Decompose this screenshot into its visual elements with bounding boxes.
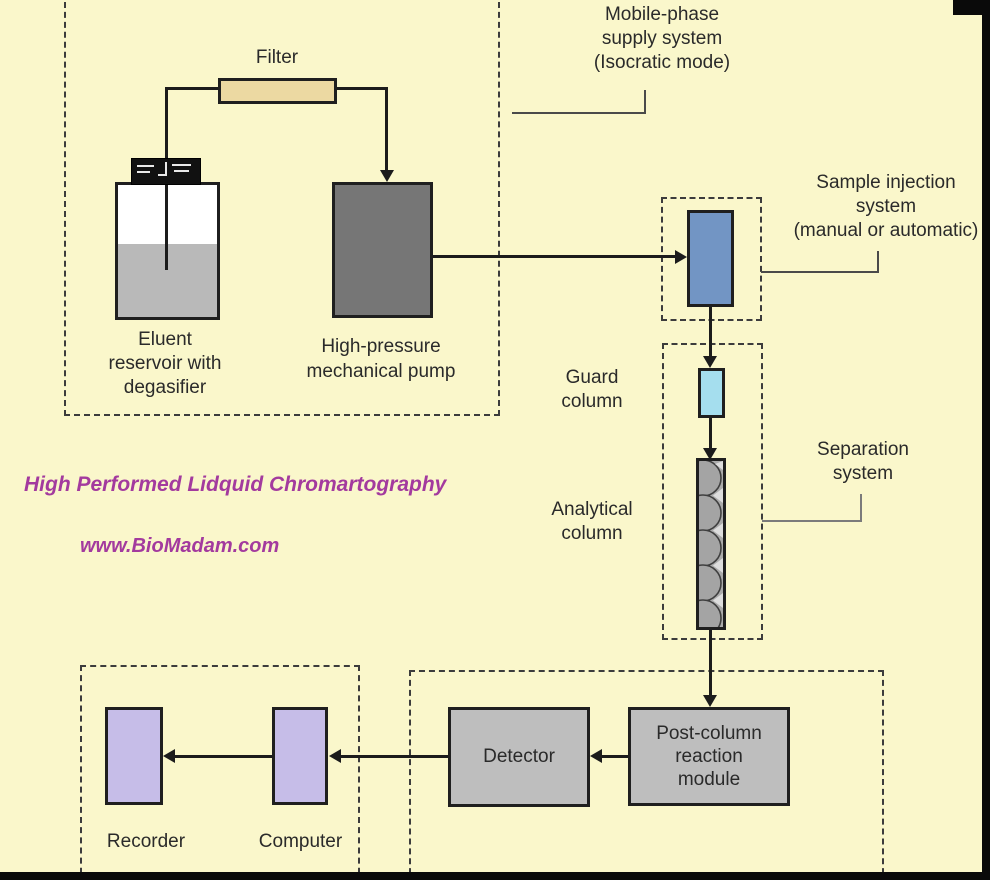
guard-column-label: Guard column — [561, 367, 623, 412]
detector-to-computer-line — [339, 755, 448, 758]
module-to-detector-line — [600, 755, 628, 758]
arrow-into-guard-icon — [703, 356, 717, 368]
computer-to-recorder-line — [173, 755, 272, 758]
sample-injection-label: Sample injection system (manual or autom… — [793, 172, 979, 241]
recorder-label: Recorder — [106, 831, 186, 852]
computer-label: Computer — [258, 831, 343, 852]
arrow-into-pump-icon — [380, 170, 394, 182]
separation-system-label: Separation system — [817, 439, 909, 484]
detector-label: Detector — [483, 746, 555, 767]
post-column-module-label: Post-column reaction module — [656, 723, 762, 790]
mobile-phase-leader-line — [644, 90, 646, 114]
arrow-into-column-icon — [703, 448, 717, 460]
reservoir-dip-tube — [165, 182, 168, 270]
filter-box — [218, 78, 337, 104]
sample-injection-leader-line — [877, 251, 879, 273]
watermark-url: www.BioMadam.com — [80, 535, 280, 557]
guard-column-box — [698, 368, 725, 418]
filter-to-elbow-line — [335, 87, 388, 90]
reservoir-to-filter-line — [165, 87, 221, 90]
pump-to-injector-line — [433, 255, 676, 258]
separation-leader-line — [762, 520, 862, 522]
analytical-column-box — [696, 458, 726, 630]
arrow-into-injector-icon — [675, 250, 687, 264]
arrow-into-detector-icon — [590, 749, 602, 763]
detection-group-box — [409, 670, 884, 880]
mobile-phase-label: Mobile-phase supply system (Isocratic mo… — [593, 4, 731, 73]
degasifier-cap — [131, 158, 201, 185]
sample-injection-leader-line — [761, 271, 879, 273]
recorder-box — [105, 707, 163, 805]
bottom-border-bar — [0, 872, 990, 880]
pump-box — [332, 182, 433, 318]
pump-label: High-pressure mechanical pump — [306, 336, 456, 382]
mobile-phase-leader-line — [512, 112, 646, 114]
mobile-phase-group-box — [64, 0, 500, 416]
elbow-to-pump-line — [385, 87, 388, 172]
top-right-corner-notch — [953, 0, 990, 15]
injector-to-guard-line — [709, 306, 712, 358]
sample-injector-box — [687, 210, 734, 307]
separation-leader-line — [860, 494, 862, 522]
arrow-into-module-icon — [703, 695, 717, 707]
separation-group-box — [662, 343, 763, 640]
analytical-column-label: Analytical column — [551, 499, 633, 544]
guard-to-column-line — [709, 416, 712, 450]
column-to-module-line — [709, 626, 712, 696]
detector-box: Detector — [448, 707, 590, 807]
arrow-into-computer-icon — [329, 749, 341, 763]
watermark-title: High Performed Lidquid Chromartography — [24, 473, 447, 496]
post-column-module-box: Post-column reaction module — [628, 707, 790, 806]
readout-group-box — [80, 665, 360, 880]
filter-label: Filter — [255, 47, 299, 68]
right-border-bar — [982, 0, 990, 880]
computer-box — [272, 707, 328, 805]
eluent-reservoir-label: Eluent reservoir with degasifier — [108, 329, 222, 398]
arrow-into-recorder-icon — [163, 749, 175, 763]
